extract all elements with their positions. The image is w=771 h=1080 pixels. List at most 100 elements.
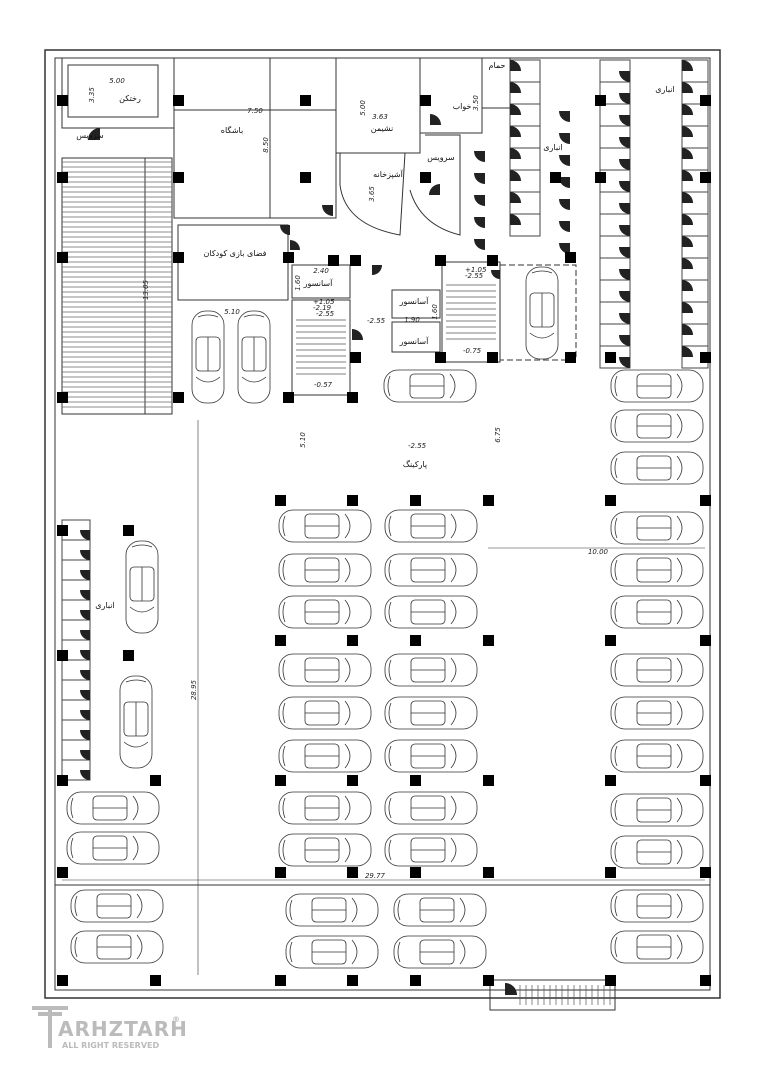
car-windshield: [344, 513, 351, 539]
column-pillar: [57, 975, 68, 986]
door-swing-icon: [559, 199, 570, 210]
car-body: [278, 595, 372, 629]
car-rear: [388, 601, 392, 623]
door-swing-icon: [88, 128, 100, 140]
car-rear: [531, 270, 553, 274]
dim-elev-h: 1.60: [294, 275, 302, 291]
car-rear: [289, 941, 293, 963]
car-icon: [66, 831, 160, 865]
car-rear: [388, 839, 392, 861]
column-pillar: [700, 975, 711, 986]
dim-living-w: 3.63: [372, 113, 388, 121]
column-pillar: [435, 352, 446, 363]
column-pillar: [700, 172, 711, 183]
door-swing-icon: [682, 60, 693, 71]
dim-elev2-w: 1.90: [404, 316, 420, 324]
dim-ramp: 13.05: [142, 279, 150, 300]
car-windshield: [676, 455, 683, 481]
column-pillar: [275, 635, 286, 646]
dim-elev2-h: 1.60: [431, 304, 439, 320]
column-pillar: [595, 172, 606, 183]
room-label-living: نشیمن: [371, 124, 394, 133]
column-pillar: [410, 635, 421, 646]
car-rear: [131, 544, 153, 548]
column-pillar: [57, 650, 68, 661]
car-icon: [237, 310, 271, 404]
door-swing-icon: [619, 225, 630, 236]
car-body: [384, 595, 478, 629]
column-pillar: [173, 252, 184, 263]
column-pillar: [605, 635, 616, 646]
column-pillar: [700, 775, 711, 786]
stair-1: [291, 299, 351, 396]
door-swing-icon: [80, 550, 90, 560]
column-pillar: [410, 867, 421, 878]
car-icon: [278, 509, 372, 543]
dim-locker-h: 3.35: [88, 87, 96, 103]
car-body: [285, 935, 379, 969]
car-icon: [285, 935, 379, 969]
car-windshield: [450, 837, 457, 863]
car-windshield: [459, 939, 466, 965]
column-pillar: [700, 867, 711, 878]
column-pillar: [57, 392, 68, 403]
car-rear: [74, 936, 78, 958]
car-body: [278, 509, 372, 543]
car-windshield: [676, 657, 683, 683]
car-windshield: [344, 599, 351, 625]
door-swing-icon: [619, 313, 630, 324]
car-windshield: [676, 797, 683, 823]
car-icon: [610, 653, 704, 687]
door-swing-icon: [619, 115, 630, 126]
car-icon: [610, 511, 704, 545]
door-swing-icon: [559, 221, 570, 232]
car-icon: [610, 889, 704, 923]
door-swing-icon: [682, 346, 693, 357]
car-rear: [397, 899, 401, 921]
dim-total-h: 28.95: [190, 679, 198, 700]
door-swing-icon: [510, 60, 521, 71]
door-swing-icon: [80, 710, 90, 720]
car-icon: [610, 835, 704, 869]
car-rear: [282, 601, 286, 623]
door-swing-icon: [682, 280, 693, 291]
car-rear: [289, 899, 293, 921]
door-swing-icon: [80, 730, 90, 740]
car-windshield: [344, 743, 351, 769]
column-pillar: [410, 775, 421, 786]
door-swing-icon: [474, 239, 485, 250]
car-rear: [614, 936, 618, 958]
column-pillar: [275, 867, 286, 878]
car-windshield: [195, 376, 221, 383]
car-body: [285, 893, 379, 927]
column-pillar: [483, 495, 494, 506]
door-swing-icon: [80, 750, 90, 760]
car-icon: [278, 791, 372, 825]
door-swing-icon: [559, 155, 570, 166]
car-body: [393, 935, 487, 969]
car-body: [278, 791, 372, 825]
level-stair2-a: +1.05: [465, 266, 487, 274]
column-pillar: [350, 352, 361, 363]
car-windshield: [676, 934, 683, 960]
door-swing-icon: [510, 214, 521, 225]
room-label-bath: حمام: [489, 61, 506, 70]
column-pillar: [605, 352, 616, 363]
column-pillar: [57, 95, 68, 106]
dim-drive-2: 6.75: [494, 427, 502, 443]
car-rear: [614, 745, 618, 767]
car-body: [384, 553, 478, 587]
room-label-wc-right: سرویس: [427, 153, 455, 162]
dim-gym-w: 7.50: [247, 107, 263, 115]
car-icon: [125, 540, 159, 634]
car-body: [384, 653, 478, 687]
ramp: [61, 157, 173, 415]
column-pillar: [565, 252, 576, 263]
car-body: [610, 835, 704, 869]
car-body: [278, 739, 372, 773]
column-pillar: [150, 775, 161, 786]
door-swing-icon: [682, 82, 693, 93]
car-rear: [614, 457, 618, 479]
car-icon: [384, 509, 478, 543]
car-icon: [191, 310, 225, 404]
